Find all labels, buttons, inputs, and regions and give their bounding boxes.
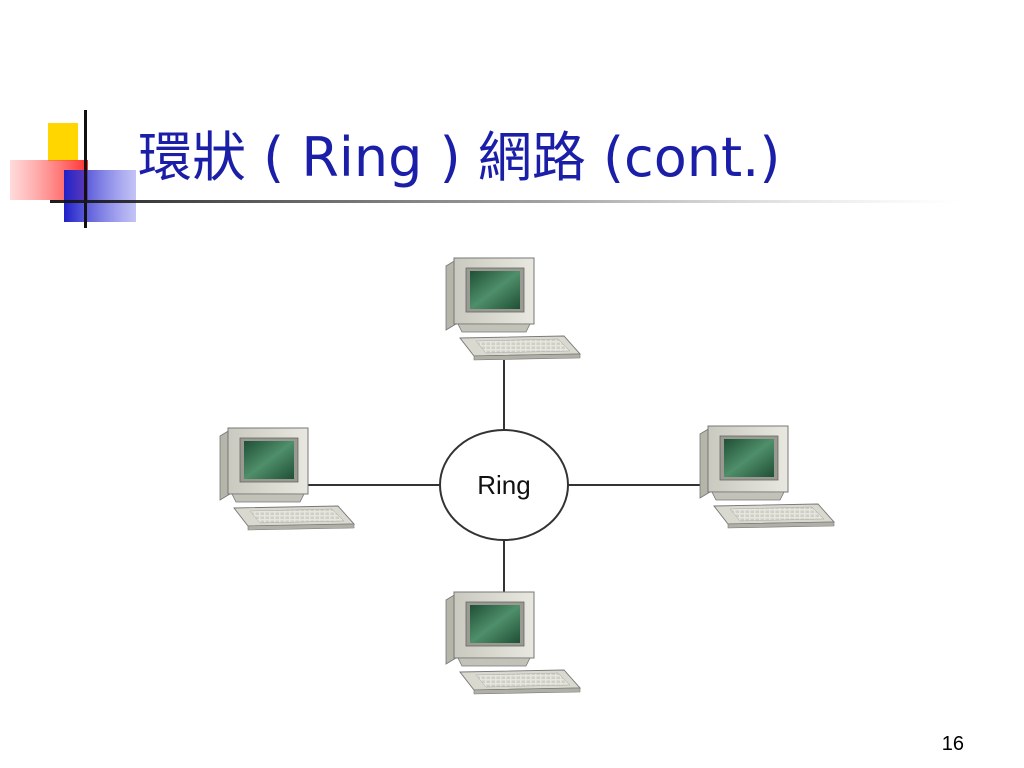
computer-right-icon (699, 425, 835, 529)
computer-bottom-icon (445, 591, 581, 695)
computer-left-icon (219, 427, 355, 531)
page-number: 16 (941, 733, 964, 755)
vertical-rule (84, 110, 87, 228)
slide-title: 環狀 ( Ring ) 網路 (cont.) (138, 126, 781, 189)
computer-top-icon (445, 257, 581, 361)
ring-hub (439, 429, 569, 541)
blue-square (64, 170, 136, 222)
title-underline (50, 200, 960, 203)
ring-hub-label: Ring (477, 470, 530, 500)
yellow-square (48, 123, 78, 161)
title-decoration (10, 110, 960, 228)
